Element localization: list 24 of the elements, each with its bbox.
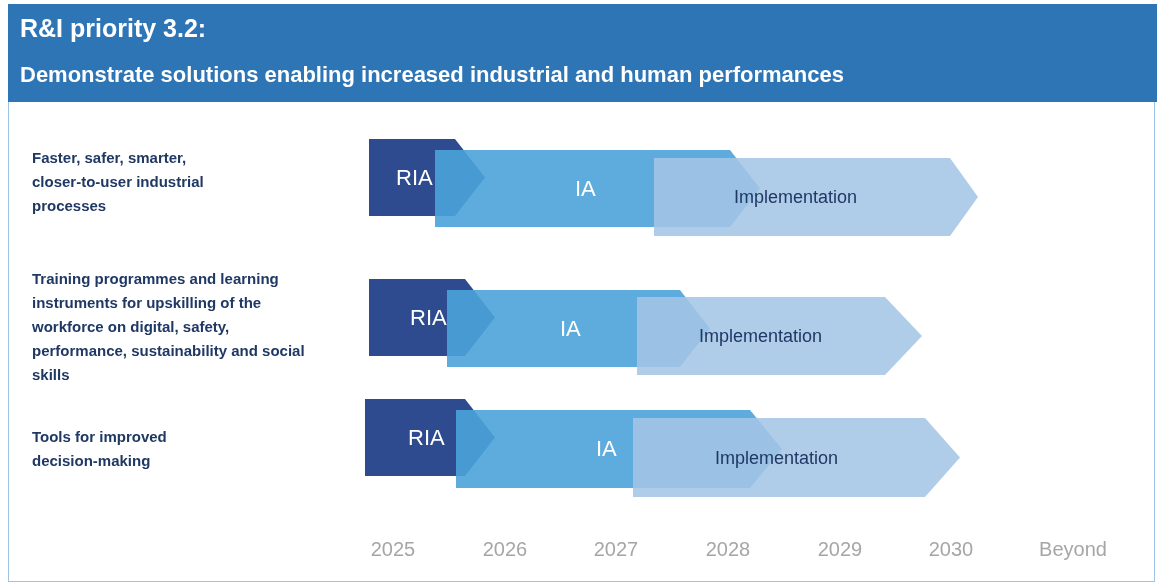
phase-label: IA [575,175,596,202]
title: R&I priority 3.2: [20,14,207,43]
phase-label: Implementation [734,186,858,208]
phase-band [637,297,922,375]
phase-label: RIA [396,164,433,191]
row-heading: Tools for improved decision-making [32,427,168,471]
axis-label: 2029 [816,538,864,561]
phase-label: Implementation [699,325,823,347]
phase-label: RIA [410,304,447,331]
subtitle: Demonstrate solutions enabling increased industrial and human performances [20,62,844,88]
phase-band [633,418,960,497]
axis-label: 2026 [481,538,529,561]
axis-label: 2028 [704,538,752,561]
row-heading: Training programmes and learning instruments for upskilling of the workforce on digital, safety, performance, sustainability and social skills [32,269,306,385]
phase-label: IA [596,436,617,462]
axis-label: 2030 [927,538,975,561]
phase-label: Implementation [715,447,839,468]
axis-label: 2027 [592,538,640,561]
phase-label: RIA [408,424,445,451]
phase-label: IA [560,315,581,342]
axis-label: 2025 [369,538,417,561]
axis-label: Beyond [1038,538,1108,561]
phase-band [654,158,978,236]
row-heading: Faster, safer, smarter, closer-to-user industrial processes [32,148,205,216]
